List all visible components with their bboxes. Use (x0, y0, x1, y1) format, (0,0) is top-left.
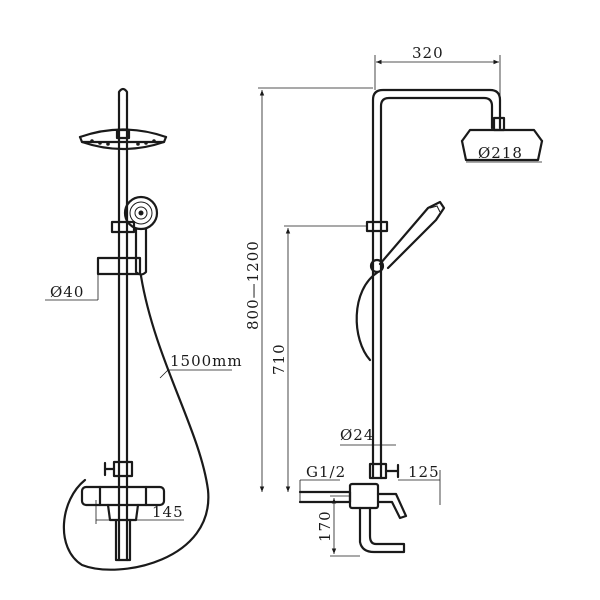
side-hand-shower (378, 200, 446, 270)
slider-holder (110, 220, 136, 234)
bar-diameter-label: Ø40 (50, 283, 84, 301)
side-slider-holder (365, 220, 389, 233)
overhead-shower-head (78, 128, 168, 151)
shower-hose (62, 274, 210, 571)
diverter-valve (103, 460, 134, 478)
side-riser-outer (371, 88, 502, 480)
spout-height-label: 170 (316, 510, 334, 542)
mixer-width-label: 145 (152, 503, 184, 521)
side-mixer (298, 482, 408, 554)
head-width-label: 320 (412, 44, 444, 62)
arm-height-label: 710 (270, 343, 288, 375)
side-overhead-head (460, 116, 544, 162)
riser-top-cap (117, 87, 129, 102)
height-range-label: 800—1200 (244, 240, 262, 330)
outlet-depth-label: 125 (408, 463, 440, 481)
thread-label: G1/2 (306, 463, 346, 481)
mixer-body (80, 485, 166, 562)
pipe-diameter-label: Ø24 (340, 426, 374, 444)
side-shower-hose (355, 270, 380, 362)
head-diameter-label: Ø218 (478, 144, 523, 162)
hand-shower (123, 195, 159, 276)
side-riser-inner (379, 96, 494, 480)
hose-length-label: 1500mm (170, 352, 243, 370)
front-view: Ø40 1500mm 145 (45, 87, 243, 571)
side-view: 320 Ø218 800—1200 710 Ø24 (244, 44, 544, 557)
